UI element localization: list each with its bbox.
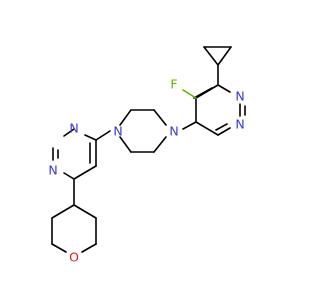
atom-labels: F N N N N N N O xyxy=(48,77,244,265)
nitrogen-atom-label: N xyxy=(235,89,244,104)
bond xyxy=(84,134,97,141)
nitrogen-atom-label: N xyxy=(169,124,178,139)
bond xyxy=(73,165,97,180)
bond xyxy=(73,204,97,219)
bond xyxy=(182,89,197,99)
bond xyxy=(195,121,219,136)
bond xyxy=(217,46,232,66)
bond xyxy=(153,136,167,153)
bond xyxy=(153,109,167,126)
bond-lines xyxy=(51,46,246,253)
bond xyxy=(182,121,197,130)
bond xyxy=(215,123,228,131)
bond xyxy=(119,136,132,153)
oxygen-atom-label: O xyxy=(69,250,79,265)
bond xyxy=(203,46,219,66)
bond xyxy=(217,127,231,136)
nitrogen-atom-label: N xyxy=(69,121,78,136)
fluorine-atom-label: F xyxy=(170,77,177,92)
bond xyxy=(51,243,67,253)
bond xyxy=(63,128,75,137)
nitrogen-atom-label: N xyxy=(235,117,244,132)
bond xyxy=(193,87,213,99)
nitrogen-atom-label: N xyxy=(113,124,122,139)
bond xyxy=(95,130,111,141)
bond xyxy=(63,172,75,180)
bond xyxy=(81,243,97,253)
bond xyxy=(119,109,132,126)
molecule-structure: F N N N N N N O xyxy=(48,46,246,265)
nitrogen-atom-label: N xyxy=(48,163,57,178)
bond xyxy=(217,84,231,93)
bond xyxy=(51,204,75,219)
